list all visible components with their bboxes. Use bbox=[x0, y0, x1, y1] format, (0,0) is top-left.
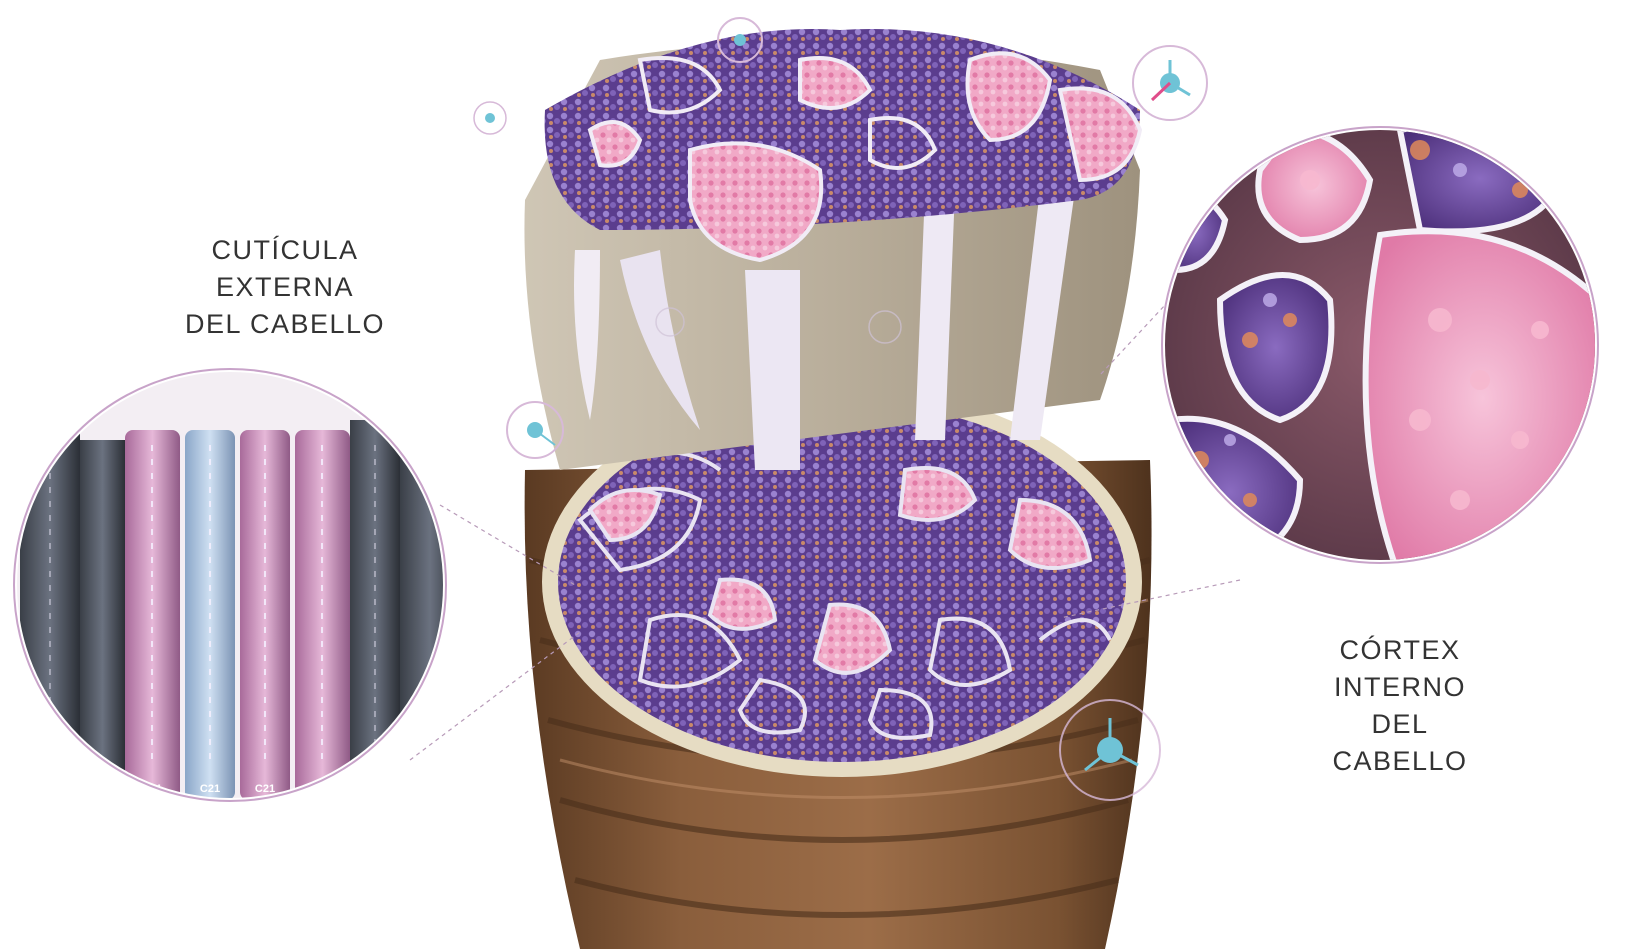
tube-tag: C21 bbox=[312, 783, 332, 795]
cuticle-label: CUTÍCULA EXTERNA DEL CABELLO bbox=[165, 232, 405, 343]
cuticle-label-line: DEL CABELLO bbox=[165, 306, 405, 343]
cortex-zoom-inset bbox=[1160, 125, 1600, 565]
cuticle-label-line: CUTÍCULA bbox=[165, 232, 405, 269]
cortex-label-line: CÓRTEX bbox=[1300, 632, 1500, 669]
cortex-label: CÓRTEX INTERNO DEL CABELLO bbox=[1300, 632, 1500, 780]
cortex-label-line: CABELLO bbox=[1300, 743, 1500, 780]
cuticle-label-line: EXTERNA bbox=[165, 269, 405, 306]
molecule-icon bbox=[474, 102, 506, 134]
cortex-label-line: INTERNO bbox=[1300, 669, 1500, 706]
medulla-block bbox=[524, 29, 1140, 470]
cuticle-zoom-inset: C21 C21 C21 C21 bbox=[0, 360, 460, 820]
cortex-label-line: DEL bbox=[1300, 706, 1500, 743]
tube-tag: C21 bbox=[255, 783, 275, 795]
molecule-icon bbox=[1133, 46, 1207, 120]
tube-tag: C21 bbox=[200, 783, 220, 795]
